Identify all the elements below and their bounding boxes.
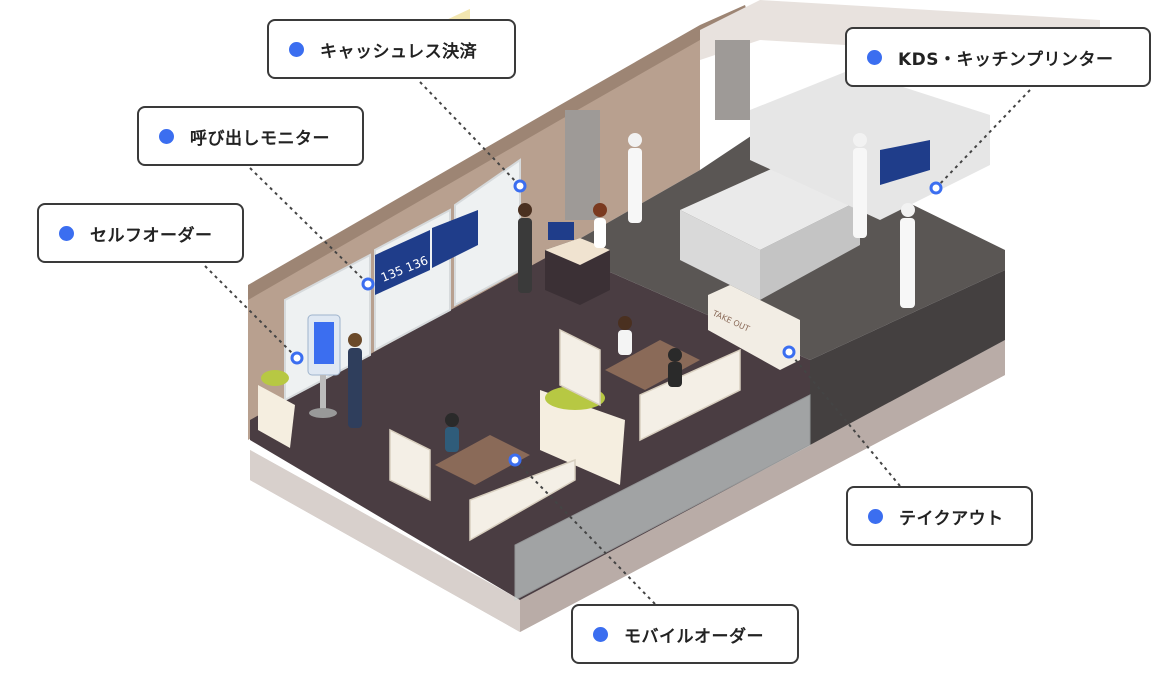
base-left-face <box>250 450 520 632</box>
call-monitor-marker <box>361 277 375 291</box>
kds-screen <box>880 140 930 185</box>
label-self-order: セルフオーダー <box>37 203 244 263</box>
blue-dot-icon <box>59 225 74 241</box>
takeout-counter: TAKE OUT <box>708 285 800 370</box>
label-text-call-monitor: 呼び出しモニター <box>190 128 330 149</box>
blue-dot-icon <box>867 49 882 65</box>
back-wall-top <box>248 5 750 300</box>
blue-dot-icon <box>593 626 608 642</box>
cashier-counter <box>545 222 610 305</box>
label-kds: KDS・キッチンプリンター <box>845 27 1151 87</box>
glass-partition <box>514 394 811 601</box>
self-order-marker <box>290 351 304 365</box>
blue-dot-icon <box>289 41 304 57</box>
label-text-cashless: キャッシュレス決済 <box>320 41 478 62</box>
cashless-marker <box>513 179 527 193</box>
self-order-kiosk <box>307 314 341 418</box>
dining-booths <box>389 328 741 542</box>
kitchen-equipment <box>565 40 990 300</box>
label-cashless: キャッシュレス決済 <box>267 19 516 79</box>
label-mobile-order: モバイルオーダー <box>571 604 799 664</box>
blue-dot-icon <box>868 508 883 524</box>
label-call-monitor: 呼び出しモニター <box>137 106 364 166</box>
front-windows <box>284 158 521 402</box>
leader-lines <box>204 81 1031 605</box>
takeout-marker <box>782 345 796 359</box>
label-takeout: テイクアウト <box>846 486 1033 546</box>
mobile-order-marker <box>508 453 522 467</box>
label-text-kds: KDS・キッチンプリンター <box>898 49 1114 70</box>
blue-dot-icon <box>159 128 174 144</box>
base-front-face <box>520 340 1005 632</box>
label-text-mobile-order: モバイルオーダー <box>624 626 764 647</box>
marker-dots <box>290 179 943 467</box>
people <box>348 133 915 452</box>
label-text-takeout: テイクアウト <box>899 508 1004 529</box>
plant-boxes <box>258 370 625 485</box>
label-text-self-order: セルフオーダー <box>90 225 213 246</box>
kds-marker <box>929 181 943 195</box>
kitchen-ledge <box>810 270 1005 445</box>
